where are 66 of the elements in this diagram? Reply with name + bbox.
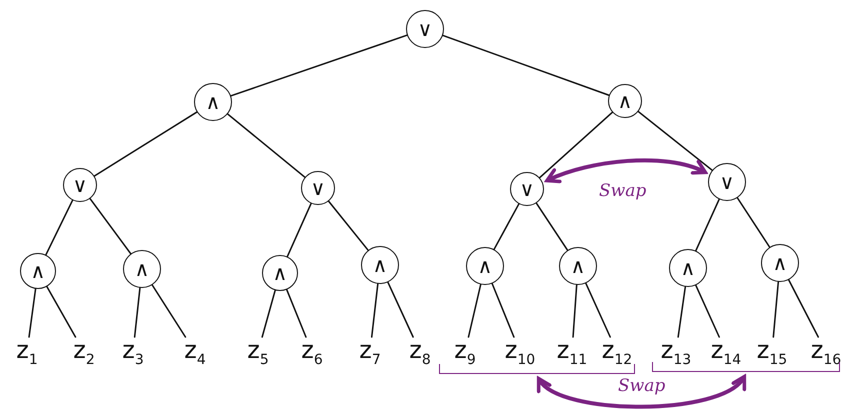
variable-label: z$_{12}$ — [594, 337, 640, 367]
tree-branch — [89, 198, 132, 254]
edge-label: Swap — [616, 376, 668, 396]
tree-branch — [538, 112, 614, 178]
tree-branch — [28, 288, 36, 338]
tree-branch — [370, 283, 379, 338]
tree-branch — [493, 203, 520, 250]
edge-label: Swap — [597, 181, 648, 201]
gate-node: ∨ — [406, 10, 444, 48]
gate-node: ∧ — [262, 255, 298, 291]
variable-label: z$_{2}$ — [61, 337, 107, 367]
variable-label: z$_{13}$ — [653, 337, 699, 367]
variable-label: z$_{15}$ — [749, 337, 795, 367]
variable-label: z$_{10}$ — [497, 337, 543, 367]
variable-label: z$_{16}$ — [803, 337, 847, 367]
tree-branch — [695, 198, 720, 252]
tree-branch — [585, 282, 611, 338]
variable-label: z$_{11}$ — [549, 337, 595, 367]
variable-label: z$_{8}$ — [397, 337, 443, 367]
swap-arrow — [536, 375, 746, 409]
tree-branch — [46, 286, 76, 338]
tree-branch — [134, 287, 141, 338]
variable-label: z$_{9}$ — [442, 337, 488, 367]
tree-branch — [695, 284, 720, 338]
swap-arrow — [545, 158, 708, 184]
tree-branch — [286, 288, 307, 338]
tree-branch — [230, 34, 408, 97]
variable-label: z$_{3}$ — [110, 337, 156, 367]
gate-node: ∨ — [301, 171, 335, 205]
tree-branch — [442, 34, 610, 96]
tree-branch — [387, 282, 414, 338]
tree-branch — [677, 286, 686, 338]
tree-branch — [94, 111, 198, 177]
tree-branch — [468, 284, 482, 338]
variable-label: z$_{14}$ — [703, 337, 749, 367]
tree-branch — [151, 284, 186, 338]
bracket — [439, 364, 635, 374]
tree-branch — [328, 200, 369, 251]
tree-branch — [286, 202, 312, 258]
gate-node: ∧ — [123, 250, 161, 288]
gate-node: ∨ — [510, 172, 544, 206]
tree-branch — [491, 282, 515, 338]
gate-node: ∨ — [708, 163, 746, 201]
tree-branch — [772, 281, 780, 338]
tree-branch — [572, 284, 578, 338]
variable-label: z$_{7}$ — [347, 337, 393, 367]
variable-label: z$_{4}$ — [172, 337, 218, 367]
tree-branch — [638, 110, 713, 171]
tree-branch — [536, 202, 568, 251]
variable-label: z$_{6}$ — [289, 337, 335, 367]
gate-node: ∧ — [361, 246, 399, 284]
gate-node: ∧ — [608, 84, 642, 118]
gate-node: ∧ — [20, 253, 56, 289]
tree-branch — [45, 200, 74, 256]
variable-label: z$_{5}$ — [235, 337, 281, 367]
tree-branch — [736, 197, 770, 248]
gate-node: ∧ — [669, 249, 707, 287]
gate-node: ∧ — [194, 83, 232, 121]
gate-node: ∧ — [761, 244, 799, 282]
tree-branch — [788, 279, 819, 338]
gate-node: ∧ — [466, 247, 504, 285]
gate-node: ∧ — [559, 247, 597, 285]
tree-branch — [261, 290, 276, 338]
gate-node: ∨ — [63, 168, 97, 202]
variable-label: z$_{1}$ — [4, 337, 50, 367]
tree-branch — [226, 113, 306, 178]
